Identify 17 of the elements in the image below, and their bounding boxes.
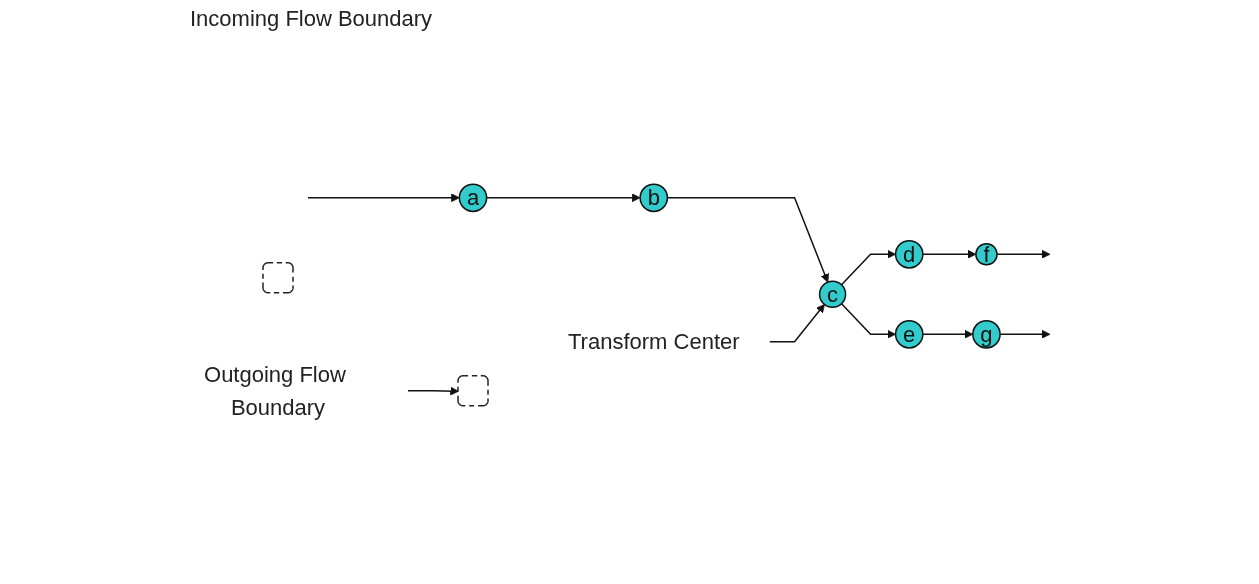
node-text: Outgoing Flow Boundary — [204, 361, 347, 420]
node-circle: e — [895, 319, 925, 349]
node-circle: d — [895, 239, 925, 269]
arrow — [407, 386, 460, 396]
node-circle: g — [972, 319, 1002, 349]
node-circle: f — [975, 242, 999, 266]
node-text: Transform Center — [568, 329, 741, 355]
arrow — [841, 302, 897, 339]
node-circle: b — [639, 183, 669, 213]
node-circle: a — [459, 183, 488, 213]
node-arc — [457, 375, 490, 407]
arrow — [667, 197, 830, 283]
arrow — [769, 304, 826, 343]
node-circle: c — [819, 280, 847, 308]
node-arc — [262, 262, 295, 294]
arrow — [841, 249, 897, 286]
boundary-label: Incoming Flow Boundary — [190, 6, 433, 31]
